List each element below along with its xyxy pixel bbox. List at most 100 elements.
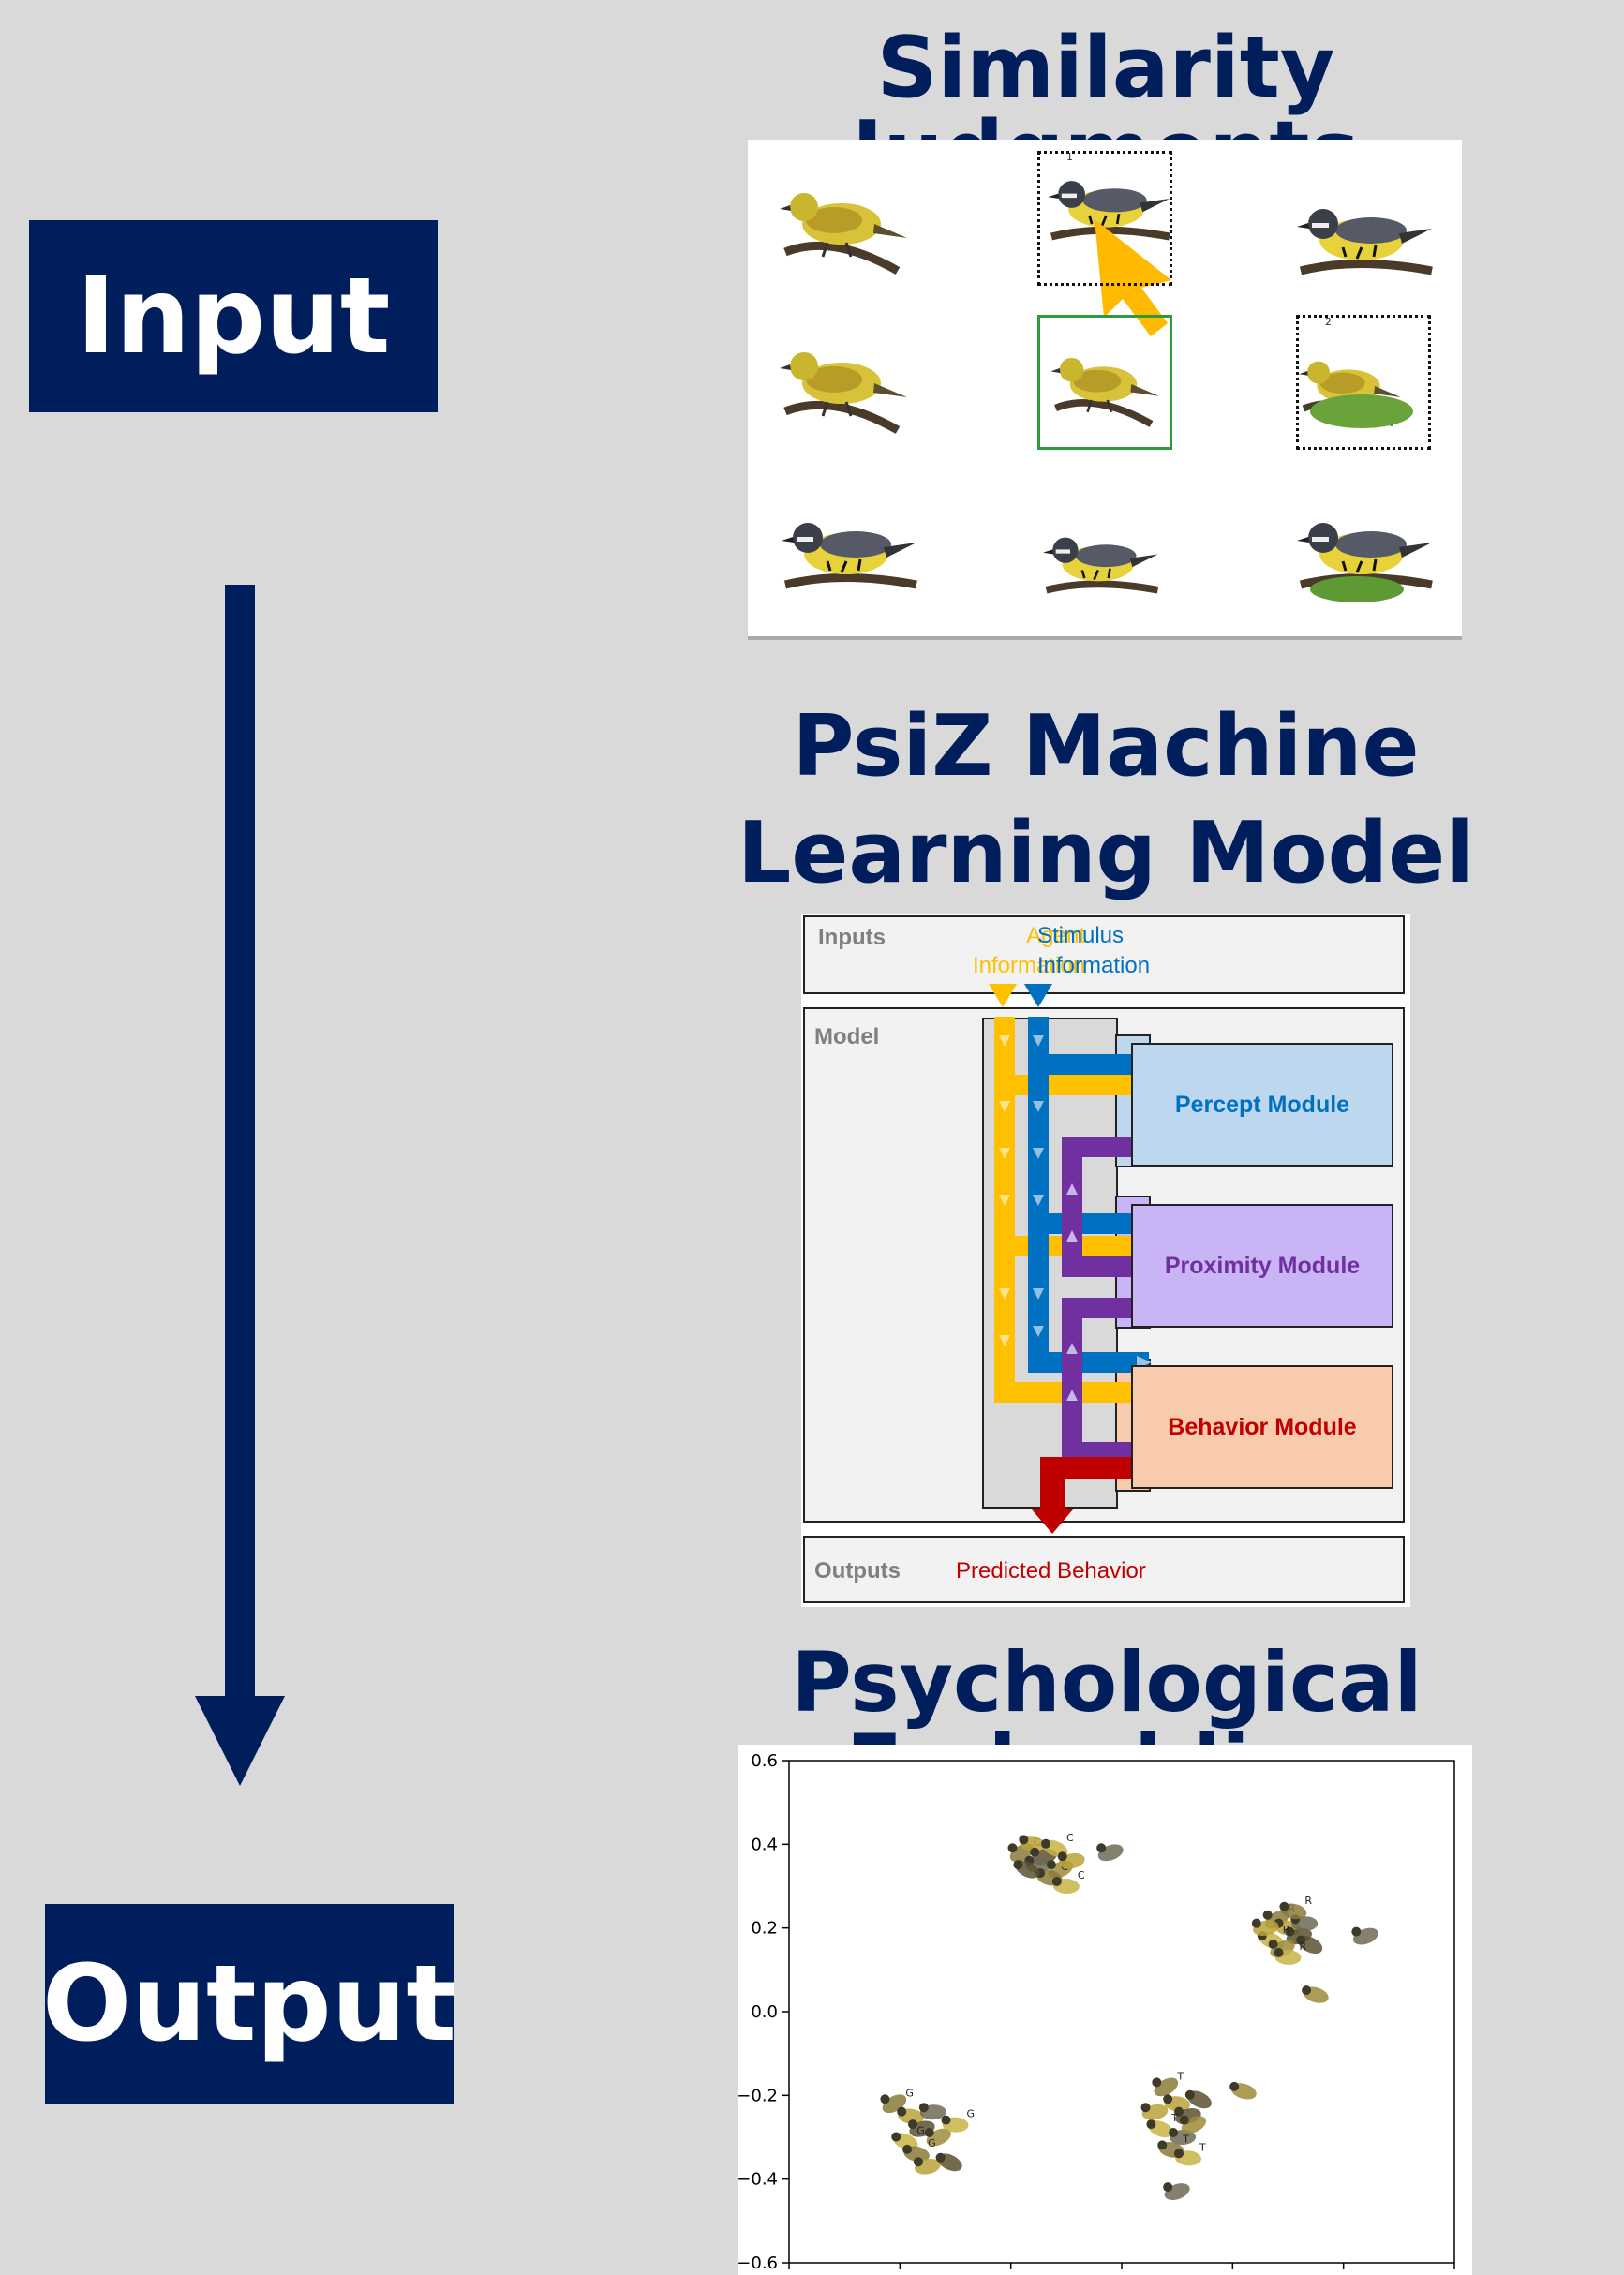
proximity-module[interactable]: Proximity Module [1131,1204,1393,1328]
trial-bird-7 [782,523,916,585]
trial-bird-8 [1043,538,1157,590]
x-tick-label: −0.4 [879,2272,920,2275]
outputs-label: Outputs [814,1558,901,1584]
rank-2-label: 2 [1325,316,1332,328]
query-box [1037,315,1172,450]
bird-point-head [902,2144,913,2154]
percept-module[interactable]: Percept Module [1131,1043,1393,1167]
trial-bird-3 [1297,209,1432,271]
bird-point-head [1146,2119,1156,2130]
input-box: Input [29,220,438,412]
bird-point-head [1279,1901,1289,1911]
x-tick-label: 0.4 [1330,2272,1357,2275]
selection-box-1 [1037,151,1172,286]
point-label: R [1300,1940,1307,1953]
bird-point-head [880,2094,890,2104]
bird-point-head [1013,1860,1023,1870]
trial-bird-9 [1297,523,1432,585]
bird-point-head [897,2106,907,2117]
point-label: R [1304,1895,1312,1907]
point-label: T [1170,2112,1178,2124]
y-tick-label: 0.4 [751,1835,778,1854]
plot-frame [788,1760,1455,2264]
embedding-chart-panel: −0.6 −0.4 −0.2 0.0 0.2 0.4 0.6 −0.6 −0.4 −0.2 0.0 0… [738,1745,1472,2275]
bird-point-head [1262,1910,1273,1920]
x-tick-label: 0.6 [1441,2272,1468,2275]
point-label: G [928,2137,936,2149]
bird-point-head [1163,2094,1173,2104]
point-label: C [1066,1832,1074,1844]
bird-point-head [908,2119,917,2130]
bird-point-head [935,2152,946,2163]
bird-point-head [1163,2182,1173,2193]
bird-point-head [918,2103,929,2113]
model-diagram: Inputs Agent Information Stimulus Inform… [801,914,1410,1607]
trial-bird-1 [780,193,907,271]
bird-point-head [1179,2115,1189,2125]
predicted-label: Predicted Behavior [956,1558,1146,1584]
output-box: Output [42,1904,456,2104]
bird-point-head [1057,1851,1067,1862]
bird-point-head [1302,1985,1312,1996]
embedding-chart: −0.6 −0.4 −0.2 0.0 0.2 0.4 0.6 −0.6 −0.4 −0.2 0.0 0… [738,1751,1468,2275]
model-label: Model [814,1024,880,1049]
input-label: Input [76,255,391,378]
bird-point-head [1296,1935,1306,1945]
bird-point-head [1268,1940,1278,1949]
bird-point-head [1251,1918,1261,1928]
y-tick-label: 0.0 [751,2002,778,2022]
bird-point-head [1157,2140,1168,2150]
model-title-line1: PsiZ Machine [792,697,1420,796]
rank-1-label: 1 [1066,151,1073,163]
x-tick-label: 0.0 [1109,2272,1136,2275]
output-label: Output [42,1943,456,2065]
bird-point-head [1351,1926,1362,1937]
bird-point-head [913,2157,923,2167]
bird-point-head [924,2128,934,2137]
behavior-module[interactable]: Behavior Module [1131,1365,1393,1489]
inputs-label: Inputs [818,925,886,950]
bird-point-head [1140,2103,1151,2113]
bird-point-head [1169,2128,1179,2137]
bird-point-head [1041,1838,1050,1849]
stimulus-label-2: Information [1037,953,1151,978]
bird-point-head [1285,1926,1295,1937]
y-tick-label: −0.2 [738,2086,778,2105]
selection-box-2 [1296,315,1431,450]
agent-label-1: Agent [1026,923,1085,948]
inputs-box [803,915,1405,994]
trial-bird-4 [780,352,907,430]
cursor-icon [1095,219,1171,336]
bird-point-head [1019,1835,1029,1845]
point-label: T [1199,2141,1206,2153]
x-tick-label: −0.6 [768,2272,810,2275]
x-tick-label: −0.2 [991,2272,1032,2275]
y-tick-label: 0.2 [751,1919,778,1939]
bird-point-head [1051,1877,1062,1886]
point-label: R [1283,1924,1290,1936]
bird-point-head [1007,1843,1018,1853]
y-tick-label: −0.6 [738,2253,778,2273]
bird-point-head [891,2132,901,2142]
stimulus-label-1: Stimulus [1037,923,1125,948]
point-label: G [905,2087,914,2099]
bird-point-head [1229,2081,1240,2091]
trial-panel: 1 2 [748,140,1462,640]
flow-arrow [195,585,285,1786]
model-title-line2: Learning Model [738,804,1474,902]
y-tick-label: −0.4 [738,2170,778,2190]
bird-point-head [1030,1847,1040,1857]
bird-point-head [1174,2106,1184,2117]
bird-point-head [1046,1860,1056,1870]
x-tick-label: 0.2 [1219,2272,1246,2275]
point-label: G [916,2124,925,2136]
point-label: T [1176,2070,1184,2082]
point-label: T [1182,2133,1189,2145]
bird-point-head [1096,1843,1107,1853]
bird-point-head [1274,1947,1284,1957]
outputs-box [803,1536,1405,1603]
bird-point-head [1174,2149,1184,2159]
y-tick-label: 0.6 [751,1751,778,1771]
bird-point-head [941,2115,951,2125]
point-label: C [1078,1869,1085,1881]
